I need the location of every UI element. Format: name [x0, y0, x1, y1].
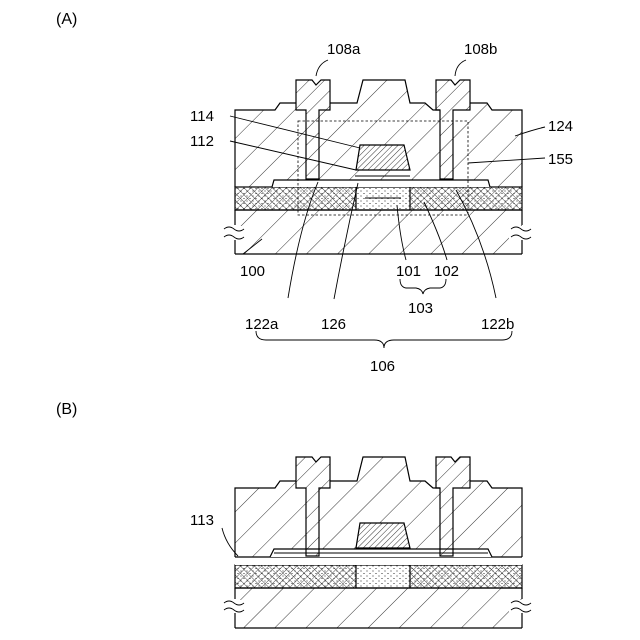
panel-a-title: (A)	[56, 11, 77, 28]
label-126: 126	[321, 316, 346, 333]
label-155: 155	[548, 151, 573, 168]
label-106: 106	[370, 358, 395, 375]
gate-electrode-b	[356, 523, 410, 548]
insulating-layer-124	[235, 80, 522, 187]
label-124: 124	[548, 118, 573, 135]
label-101: 101	[396, 263, 421, 280]
label-100: 100	[240, 263, 265, 280]
label-112: 112	[190, 133, 214, 150]
semiconductor-layer-b	[235, 565, 522, 588]
break-symbol-left-b	[222, 600, 248, 613]
break-symbol-left	[222, 226, 248, 240]
panel-b: (B)	[56, 401, 535, 628]
label-114: 114	[190, 108, 214, 125]
label-102: 102	[434, 263, 459, 280]
break-symbol-right-b	[509, 600, 535, 613]
label-103: 103	[408, 300, 433, 317]
label-122a: 122a	[245, 316, 279, 333]
label-108a: 108a	[327, 41, 361, 58]
layer-113	[235, 557, 522, 565]
label-113: 113	[190, 512, 214, 529]
panel-b-title: (B)	[56, 401, 77, 418]
label-122b: 122b	[481, 316, 514, 333]
break-symbol-right	[509, 226, 535, 240]
semiconductor-layer-103	[235, 187, 522, 210]
substrate-100	[235, 210, 522, 254]
label-108b: 108b	[464, 41, 497, 58]
gate-insulating-layer-b	[270, 549, 492, 557]
panel-a: (A)	[56, 11, 573, 375]
gate-electrode-114	[356, 145, 410, 170]
substrate-b	[235, 588, 522, 628]
